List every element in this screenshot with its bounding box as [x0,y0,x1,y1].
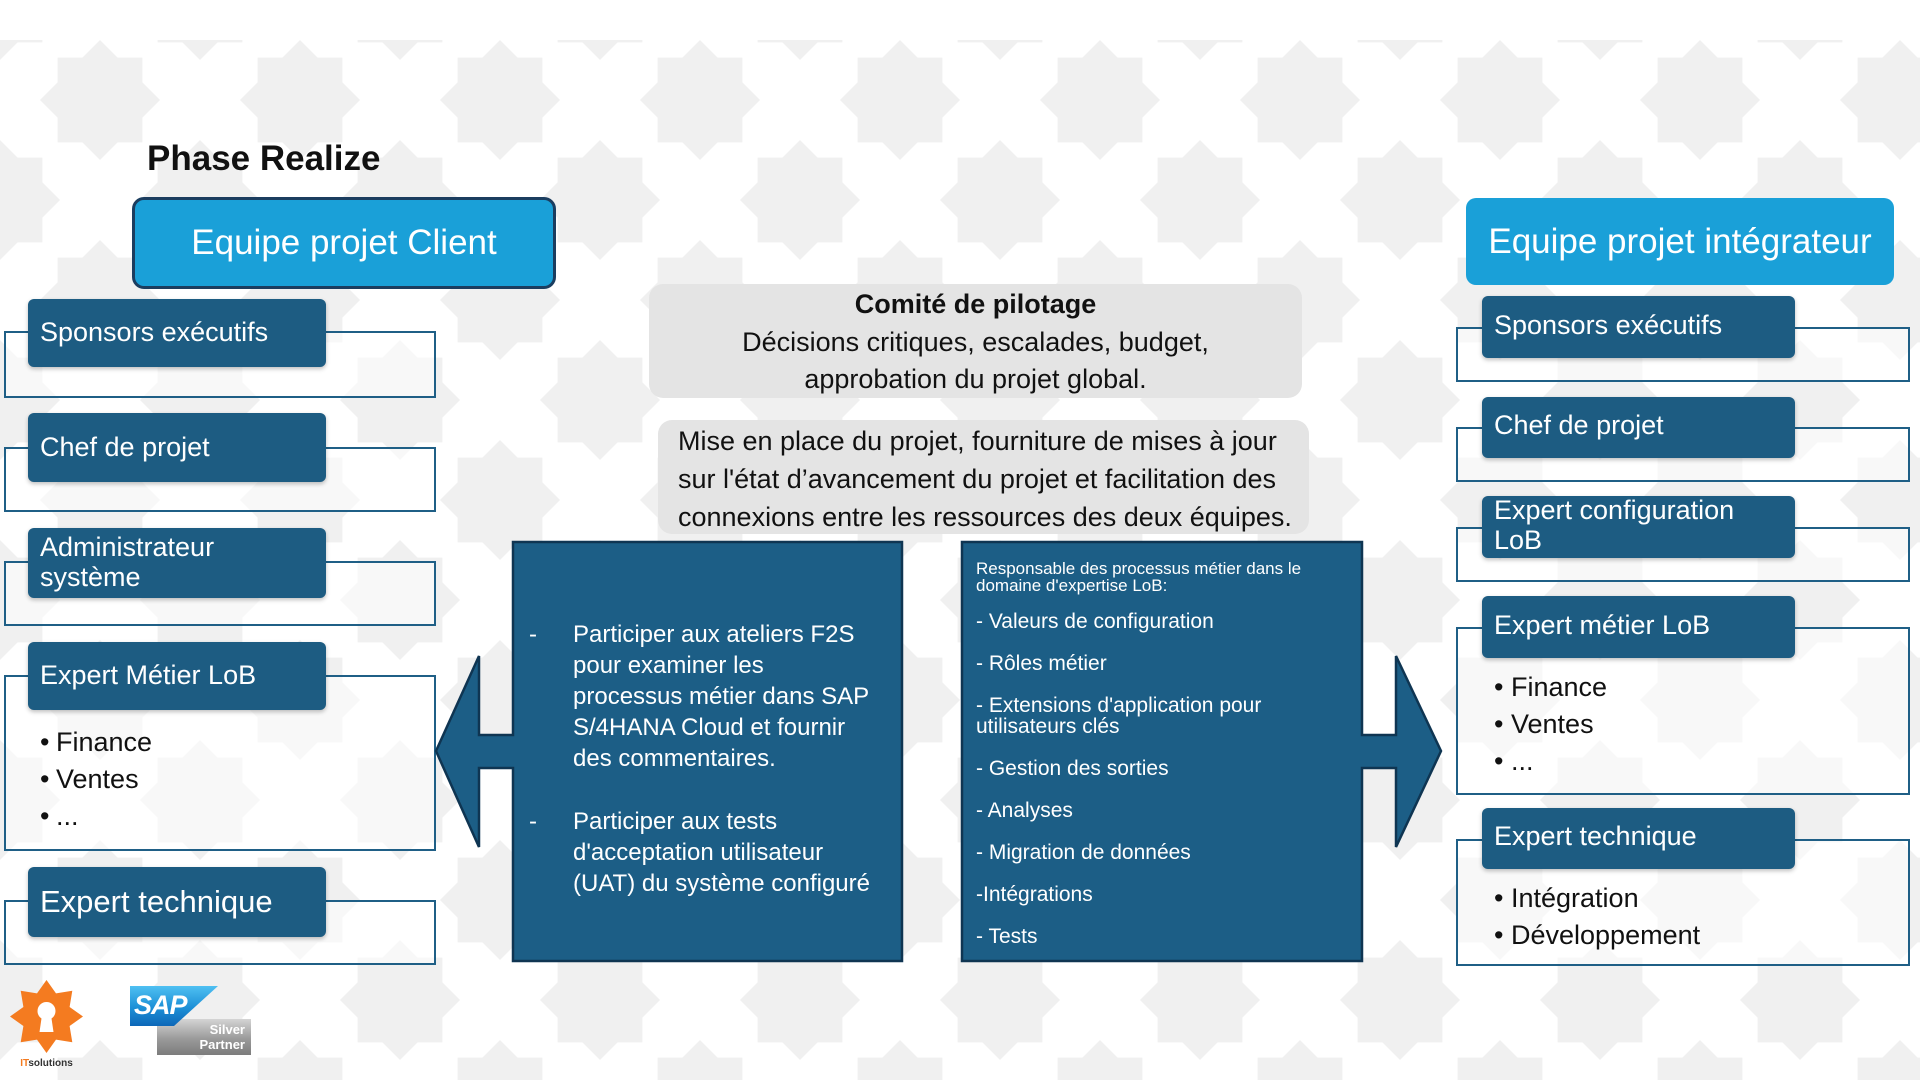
role-label: Sponsors exécutifs [1494,309,1723,340]
role-label: Expert Métier LoB [40,660,257,691]
sap-tier-line1: Silver [209,1022,245,1037]
list-item: ... [1494,743,1607,780]
client-business-expert-list: Finance Ventes ... [40,724,152,835]
steering-committee-text: Décisions critiques, escalades, budget, … [742,326,1209,395]
client-callout-left-arrow [434,540,904,963]
integrator-role-technical-expert: Expert technique [1482,808,1795,869]
responsibility-text: Participer aux ateliers F2S pour examine… [573,621,869,772]
list-item: Ventes [40,761,152,798]
list-item: - Gestion des sorties [976,757,1169,780]
role-label: Chef de projet [40,431,210,462]
list-item: - Extensions d'application pour utilisat… [976,694,1262,738]
integrator-role-config-expert: Expert configuration LoB [1482,494,1795,558]
list-item: - Tests [976,925,1038,948]
integrator-callout-right-arrow [960,540,1443,963]
steering-committee-title: Comité de pilotage [854,289,1097,319]
role-label: Expert métier LoB [1494,609,1711,640]
role-label: Expert technique [40,883,273,919]
list-item: - Analyses [976,799,1073,822]
role-label: Administrateur système [40,532,215,592]
list-item: Ventes [1494,706,1607,743]
list-item: -Intégrations [976,883,1093,906]
client-team-header: Equipe projet Client [132,197,556,289]
lob-responsibilities-list: - Valeurs de configuration - Rôles métie… [976,611,1336,947]
list-item: - Participer aux tests d'acceptation uti… [529,806,889,899]
integrator-role-sponsors: Sponsors exécutifs [1482,296,1795,358]
sap-tier-line2: Partner [199,1037,245,1052]
integrator-role-business-expert: Expert métier LoB [1482,596,1795,658]
sap-silver-badge: Silver Partner [157,1019,251,1055]
dash-marker: - [529,808,537,835]
role-label: Sponsors exécutifs [40,317,269,348]
role-label: Expert configuration LoB [1494,494,1735,555]
integrator-business-expert-list: Finance Ventes ... [1494,669,1607,780]
client-responsibilities: - Participer aux ateliers F2S pour exami… [529,619,889,899]
logo-text-it: IT [20,1058,29,1069]
role-label: Chef de projet [1494,410,1664,441]
list-item: - Migration de données [976,841,1191,864]
integrator-role-project-manager: Chef de projet [1482,397,1795,458]
integrator-team-header: Equipe projet intégrateur [1466,198,1894,285]
list-item: - Rôles métier [976,652,1107,675]
logo-text-solutions: solutions [28,1058,73,1069]
integrator-technical-expert-list: Intégration Développement [1494,880,1700,954]
project-management-text: Mise en place du projet, fourniture de m… [678,426,1292,532]
lob-responsibilities: Responsable des processus métier dans le… [976,560,1336,968]
client-role-technical-expert: Expert technique [28,867,326,937]
list-item: ... [40,798,152,835]
responsibility-text: Participer aux tests d'acceptation utili… [573,808,870,897]
page-title: Phase Realize [147,139,381,178]
itsolutions-logo-text: ITsolutions [8,1058,85,1070]
client-role-project-manager: Chef de projet [28,413,326,482]
list-item: Finance [1494,669,1607,706]
keyhole-gear-icon [10,980,83,1053]
client-role-business-expert: Expert Métier LoB [28,642,326,710]
sap-logo-text: SAP [134,990,188,1020]
list-item: Finance [40,724,152,761]
dash-marker: - [529,621,537,648]
list-item: Intégration [1494,880,1700,917]
client-role-system-admin: Administrateur système [28,528,326,598]
project-management-box: Mise en place du projet, fourniture de m… [658,420,1309,534]
list-item: - Participer aux ateliers F2S pour exami… [529,619,889,774]
lob-responsibilities-heading: Responsable des processus métier dans le… [976,559,1302,595]
list-item: Développement [1494,917,1700,954]
steering-committee-box: Comité de pilotage Décisions critiques, … [649,284,1302,398]
client-role-sponsors: Sponsors exécutifs [28,299,326,367]
role-label: Expert technique [1494,821,1697,852]
list-item: - Valeurs de configuration [976,610,1214,633]
